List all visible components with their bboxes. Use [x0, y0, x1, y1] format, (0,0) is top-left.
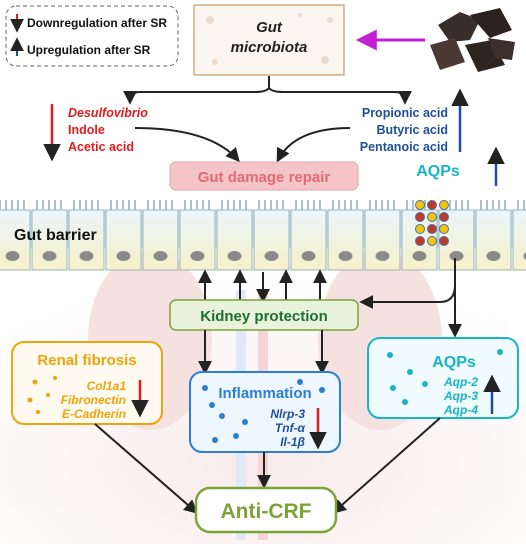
- aqps-top-label: AQPs: [416, 163, 460, 180]
- cell-nucleus: [301, 251, 316, 261]
- inflammation-marker-nlrp3: Nlrp-3: [270, 407, 305, 421]
- cell-nucleus: [42, 251, 57, 261]
- aqps-marker-aqp2: Aqp-2: [443, 375, 478, 389]
- cell-nucleus: [116, 251, 131, 261]
- cell-nucleus: [449, 251, 464, 261]
- inflammation-marker-il1b: Il-1β: [280, 435, 305, 449]
- legend-down-label: Downregulation after SR: [27, 16, 167, 30]
- cell-nucleus: [375, 251, 390, 261]
- anti-crf-label: Anti-CRF: [221, 500, 312, 523]
- metabolite-desulfovibrio: Desulfovibrio: [68, 106, 148, 120]
- metabolites-to-repair-arrows: [134, 127, 351, 163]
- renal-fibrosis-box: Renal fibrosis Col1a1 Fibronectin E-Cadh…: [11, 341, 163, 425]
- gut-barrier-label: Gut barrier: [14, 227, 97, 244]
- metabolite-propionic-acid: Propionic acid: [362, 106, 448, 120]
- cell-nucleus: [412, 251, 427, 261]
- aqps-marker-aqp3: Aqp-3: [443, 389, 478, 403]
- cell-nucleus: [190, 251, 205, 261]
- renal-fibrosis-title: Renal fibrosis: [37, 352, 136, 369]
- cell-nucleus: [227, 251, 242, 261]
- fibrosis-marker-col1a1: Col1a1: [87, 379, 127, 393]
- fibrosis-marker-fibronectin: Fibronectin: [61, 393, 126, 407]
- gut-barrier-band: Gut barrier: [0, 200, 526, 271]
- anti-crf-box: Anti-CRF: [194, 486, 338, 534]
- metabolite-acetic-acid: Acetic acid: [68, 140, 134, 154]
- metabolite-butyric-acid: Butyric acid: [376, 123, 448, 137]
- gut-microbiota-line1: Gut: [256, 19, 283, 36]
- cell-nucleus: [264, 251, 279, 261]
- gut-microbiota-box: Gut microbiota: [193, 4, 345, 76]
- epithelial-cell: [512, 209, 526, 271]
- aqps-box: AQPs Aqp-2 Aqp-3 Aqp-4: [367, 337, 519, 419]
- legend: Downregulation after SR Upregulation aft…: [5, 5, 179, 67]
- inflammation-title: Inflammation: [218, 385, 311, 402]
- aqps-marker-aqp4: Aqp-4: [443, 403, 478, 417]
- herbal-medicine-image: [430, 8, 515, 72]
- gut-damage-repair-box: Gut damage repair: [169, 161, 359, 191]
- kidney-protection-box: Kidney protection: [169, 299, 359, 331]
- cell-nucleus: [338, 251, 353, 261]
- metabolite-pentanoic-acid: Pentanoic acid: [360, 140, 448, 154]
- aqps-box-title: AQPs: [432, 354, 476, 371]
- inflammation-marker-tnf-alpha: Tnf-α: [275, 421, 306, 435]
- cell-nucleus: [79, 251, 94, 261]
- epithelial-cells: [0, 200, 526, 271]
- kidney-to-inflammation-arrows: [198, 330, 329, 375]
- cell-nucleus: [523, 252, 526, 260]
- to-anti-crf-arrows: [94, 417, 441, 514]
- kidney-protection-label: Kidney protection: [200, 308, 328, 325]
- microbiota-branch-connector: [123, 76, 412, 105]
- legend-up-label: Upregulation after SR: [27, 43, 151, 57]
- gut-microbiota-line2: microbiota: [231, 39, 308, 56]
- barrier-kidney-arrows: [198, 258, 462, 338]
- inflammation-box: Inflammation Nlrp-3 Tnf-α Il-1β: [189, 371, 341, 453]
- cell-nucleus: [153, 251, 168, 261]
- metabolite-indole: Indole: [68, 123, 105, 137]
- cell-nucleus: [5, 251, 20, 261]
- fibrosis-marker-e-cadherin: E-Cadherin: [62, 407, 126, 421]
- gut-damage-repair-label: Gut damage repair: [198, 169, 331, 186]
- cell-nucleus: [486, 251, 501, 261]
- aquaporin-channel-icon: [415, 200, 449, 246]
